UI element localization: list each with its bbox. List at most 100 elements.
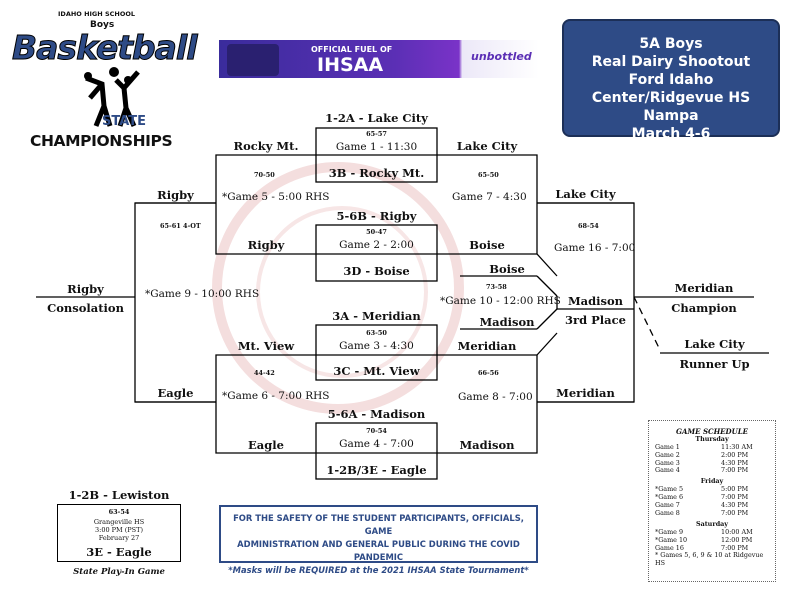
info-classification: 5A Boys: [639, 36, 703, 52]
schedule-time: 12:00 PM: [721, 535, 753, 544]
game2-bottom-team: 3D - Boise: [343, 264, 410, 278]
game6-label: *Game 6 - 7:00 RHS: [222, 390, 330, 402]
playin-time: 3:00 PM (PST): [95, 526, 143, 534]
consolation-winner: Rigby: [67, 282, 104, 296]
playin-caption: State Play-In Game: [73, 567, 165, 577]
schedule-row: *Game 10 12:00 PM: [649, 535, 775, 545]
game6-bottom-team: Eagle: [248, 438, 284, 452]
players-icon: [84, 67, 140, 128]
game9-top-team: Rigby: [157, 188, 194, 202]
schedule-game: *Game 10: [655, 535, 688, 544]
info-dates: March 4-6: [631, 126, 711, 142]
info-venue: Ford Idaho Center/Ridgevue HS: [591, 72, 751, 106]
game1-top-team: 1-2A - Lake City: [325, 111, 428, 125]
schedule-time: 4:30 PM: [721, 458, 749, 467]
game3-label: Game 3 - 4:30: [339, 340, 414, 352]
logo-line5: CHAMPIONSHIPS: [30, 132, 173, 150]
third-place-label: 3rd Place: [565, 313, 626, 327]
game7-bottom-team: Boise: [469, 238, 505, 252]
game-2-box: [315, 224, 438, 282]
game3-top-team: 3A - Meridian: [332, 309, 421, 323]
safety-line1: FOR THE SAFETY OF THE STUDENT PARTICIPAN…: [233, 513, 524, 536]
game16-bottom-team: Meridian: [556, 386, 615, 400]
logo-line4: STATE: [102, 114, 147, 129]
schedule-time: 11:30 AM: [721, 442, 753, 451]
game7-score: 65-50: [478, 171, 499, 179]
game2-top-team: 5-6B - Rigby: [336, 209, 417, 223]
game8-bottom-team: Madison: [459, 438, 515, 452]
game9-score: 65-61 4-OT: [160, 222, 201, 230]
tournament-info-box: 5A Boys Real Dairy Shootout Ford Idaho C…: [562, 19, 780, 142]
schedule-game: Game 2: [655, 450, 680, 459]
logo-line2: Boys: [90, 20, 115, 30]
game9-bottom-team: Eagle: [157, 386, 194, 400]
third-place-winner: Madison: [567, 294, 624, 308]
schedule-game: *Game 6: [655, 493, 684, 502]
schedule-game: Game 1: [655, 442, 680, 451]
schedule-time: 2:00 PM: [721, 450, 749, 459]
game1-bottom-team: 3B - Rocky Mt.: [328, 166, 425, 180]
ihsaa-watermark-seal: [212, 162, 464, 414]
game10-top-team: Boise: [489, 262, 525, 276]
game2-label: Game 2 - 2:00: [339, 239, 414, 251]
schedule-game: *Game 5: [655, 485, 684, 494]
game8-top-team: Meridian: [457, 339, 517, 353]
info-city: Nampa: [643, 108, 699, 124]
game4-label: Game 4 - 7:00: [339, 438, 414, 450]
schedule-game: Game 3: [655, 458, 680, 467]
banner-text2: IHSAA: [317, 54, 384, 76]
basketball-championships-logo: IDAHO HIGH SCHOOL Boys Basketball STATE …: [6, 10, 206, 152]
banner-text3: unbottled: [471, 50, 532, 63]
game3-score: 63-50: [366, 329, 387, 337]
schedule-game: Game 8: [655, 508, 680, 517]
game16-score: 68-54: [578, 222, 599, 230]
game5-score: 70-50: [254, 171, 275, 179]
schedule-row: Game 4 7:00 PM: [649, 467, 775, 475]
runner-up-name: Lake City: [684, 337, 745, 351]
schedule-game: Game 16: [655, 543, 684, 552]
game16-label: Game 16 - 7:00: [554, 242, 636, 254]
game5-top-team: Rocky Mt.: [233, 139, 299, 153]
playin-score: 63-54: [108, 508, 130, 516]
game1-score: 65-57: [366, 130, 387, 138]
game2-score: 50-47: [366, 228, 387, 236]
game10-score: 73-58: [486, 283, 507, 291]
game-schedule: GAME SCHEDULE Thursday Game 1 11:30 AM Ga…: [648, 420, 776, 582]
game10-bottom-team: Madison: [479, 315, 535, 329]
schedule-title: GAME SCHEDULE: [676, 427, 748, 436]
game8-score: 66-56: [478, 369, 499, 377]
info-event-name: Real Dairy Shootout: [591, 54, 751, 70]
schedule-day-friday: Friday: [700, 477, 724, 486]
champion-name: Meridian: [674, 281, 734, 295]
banner-text1: OFFICIAL FUEL OF: [311, 45, 393, 54]
schedule-game: Game 4: [655, 466, 680, 475]
schedule-row: Game 1 11:30 AM: [649, 442, 775, 452]
schedule-row: Game 8 7:00 PM: [649, 508, 775, 518]
logo-line1: IDAHO HIGH SCHOOL: [58, 10, 136, 18]
schedule-game: Game 7: [655, 501, 680, 510]
covid-safety-notice: FOR THE SAFETY OF THE STUDENT PARTICIPAN…: [219, 505, 538, 575]
schedule-day-saturday: Saturday: [695, 519, 729, 528]
consolation-label: Consolation: [47, 301, 124, 315]
schedule-time: 7:00 PM: [721, 466, 749, 475]
game5-bottom-team: Rigby: [247, 238, 285, 252]
game10-label: *Game 10 - 12:00 RHS: [440, 295, 561, 307]
game5-label: *Game 5 - 5:00 RHS: [222, 191, 330, 203]
champion-label: Champion: [671, 301, 737, 315]
logo-line3: Basketball: [12, 28, 199, 68]
game16-top-team: Lake City: [555, 187, 616, 201]
schedule-time: 7:00 PM: [721, 508, 749, 517]
schedule-note: * Games 5, 6, 9 & 10 at Ridgevue HS: [655, 551, 764, 568]
playin-top-team: 1-2B - Lewiston: [68, 488, 170, 502]
schedule-day-thursday: Thursday: [695, 434, 729, 443]
safety-line3: *Masks will be REQUIRED at the 2021 IHSA…: [228, 565, 529, 575]
ihsaa-sponsor-banner: OFFICIAL FUEL OF IHSAA unbottled: [219, 40, 539, 78]
game7-top-team: Lake City: [456, 139, 518, 153]
game4-score: 70-54: [366, 427, 387, 435]
